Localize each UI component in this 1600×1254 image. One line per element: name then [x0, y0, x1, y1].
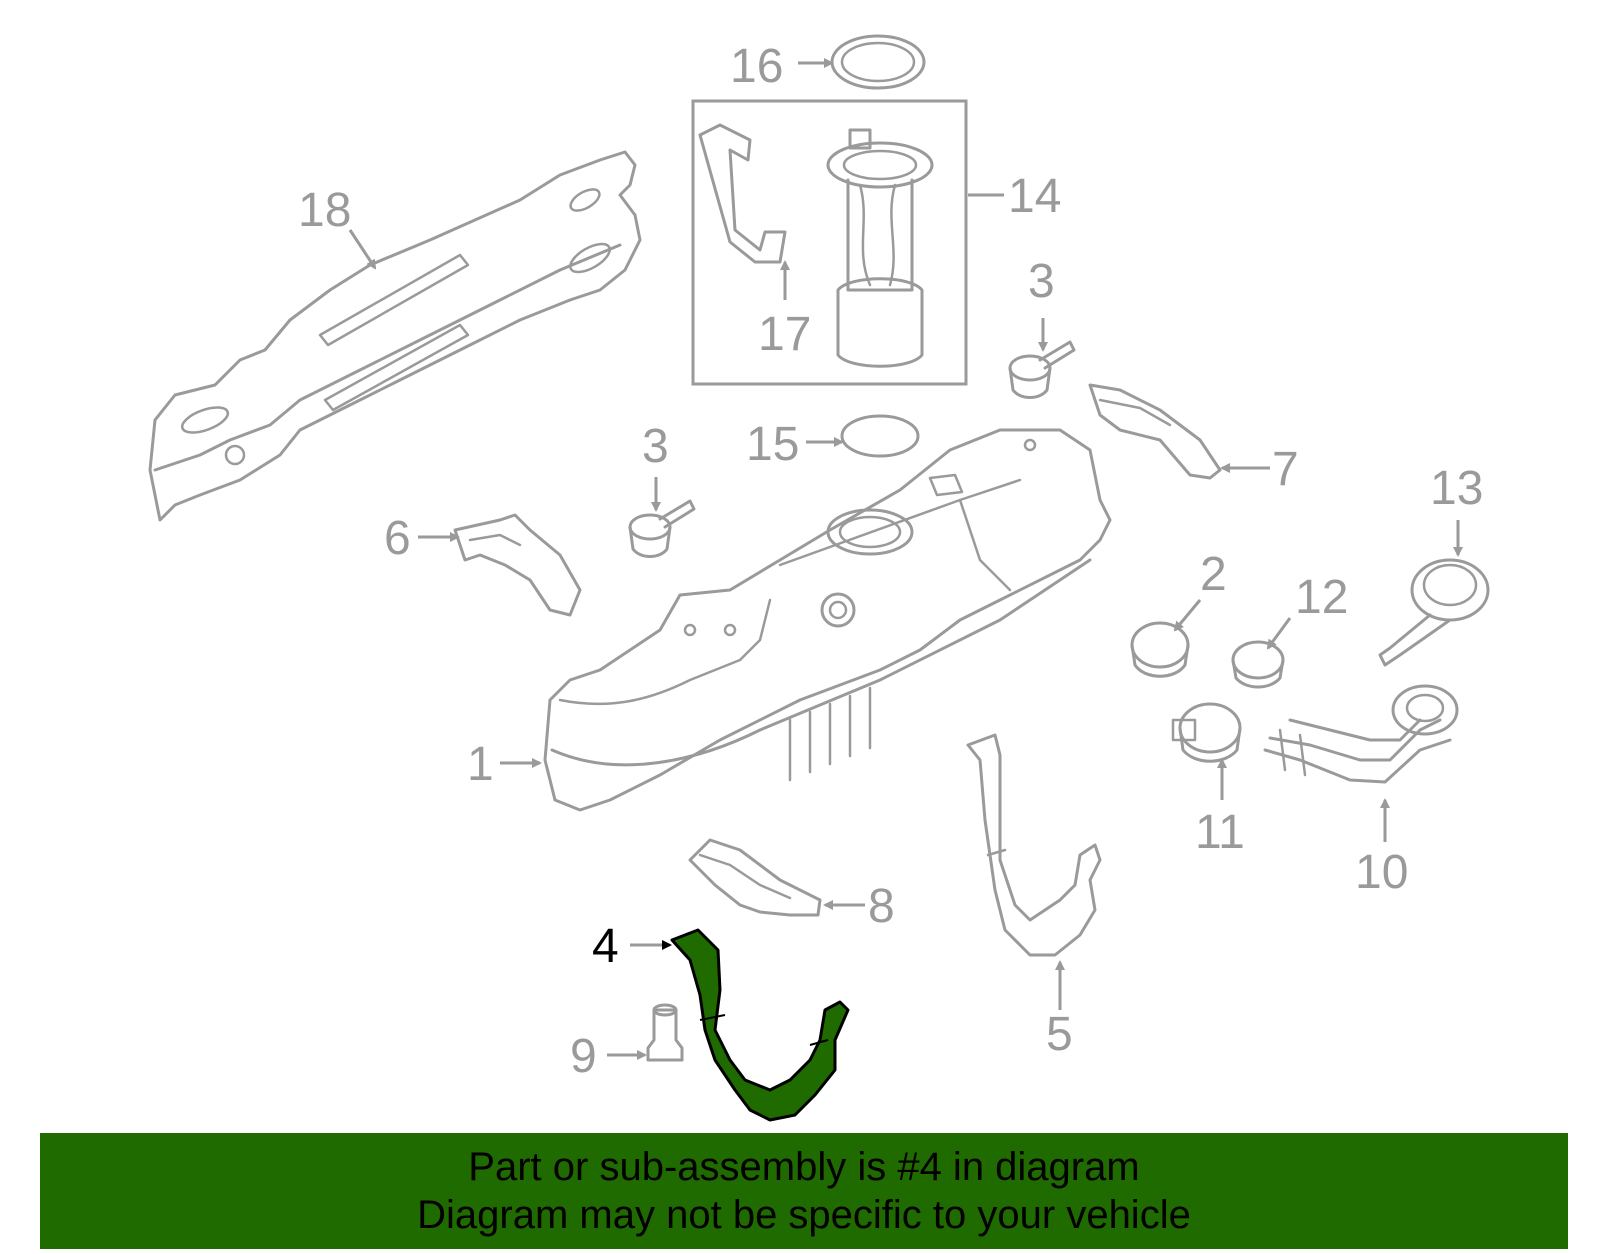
banner-line-part-number: Part or sub-assembly is #4 in diagram [468, 1145, 1140, 1189]
callout-arrows [348, 58, 1463, 1060]
callout-3-upper: 3 [1028, 255, 1055, 308]
part-10-filler-neck [1263, 684, 1459, 784]
part-8-bracket [688, 838, 822, 917]
callout-18: 18 [298, 184, 351, 237]
part-14-fuel-pump-module [691, 99, 968, 386]
callout-16: 16 [730, 40, 783, 93]
callout-2: 2 [1200, 548, 1227, 601]
part-3-vent-valve-upper [1008, 340, 1076, 399]
callout-7: 7 [1272, 443, 1299, 496]
callout-1: 1 [467, 738, 494, 791]
part-9-bolt [646, 1003, 684, 1062]
part-13-fuel-cap [1378, 558, 1490, 667]
part-3-vent-valve-lower [628, 499, 696, 558]
info-banner: Part or sub-assembly is #4 in diagram Di… [40, 1133, 1568, 1249]
part-7-bracket [1088, 383, 1222, 480]
callout-12: 12 [1295, 571, 1348, 624]
part-11-clamp [1171, 702, 1242, 763]
callout-5: 5 [1046, 1008, 1073, 1061]
callout-15: 15 [746, 418, 799, 471]
part-4-strap-highlighted[interactable] [670, 928, 850, 1122]
callout-3-lower: 3 [642, 420, 669, 473]
part-2-clamp [1130, 621, 1190, 678]
callout-10: 10 [1355, 846, 1408, 899]
banner-line-disclaimer: Diagram may not be specific to your vehi… [417, 1193, 1191, 1237]
callout-9: 9 [570, 1030, 597, 1083]
part-5-strap [966, 733, 1102, 957]
callout-6: 6 [384, 512, 411, 565]
callout-11: 11 [1195, 806, 1245, 859]
part-1-fuel-tank [543, 428, 1112, 812]
part-18-heat-shield [148, 150, 642, 522]
part-6-bracket [453, 513, 582, 617]
callout-4[interactable]: 4 [592, 920, 619, 973]
callout-17: 17 [758, 308, 811, 361]
callout-8: 8 [868, 880, 895, 933]
callout-labels: 1 2 3 3 4 5 6 7 8 9 10 11 12 13 14 15 16… [298, 40, 1483, 1083]
part-12-clamp [1231, 640, 1285, 689]
callout-14: 14 [1008, 170, 1061, 223]
part-16-lock-ring [830, 34, 926, 90]
callout-13: 13 [1430, 462, 1483, 515]
part-15-seal [840, 414, 920, 458]
